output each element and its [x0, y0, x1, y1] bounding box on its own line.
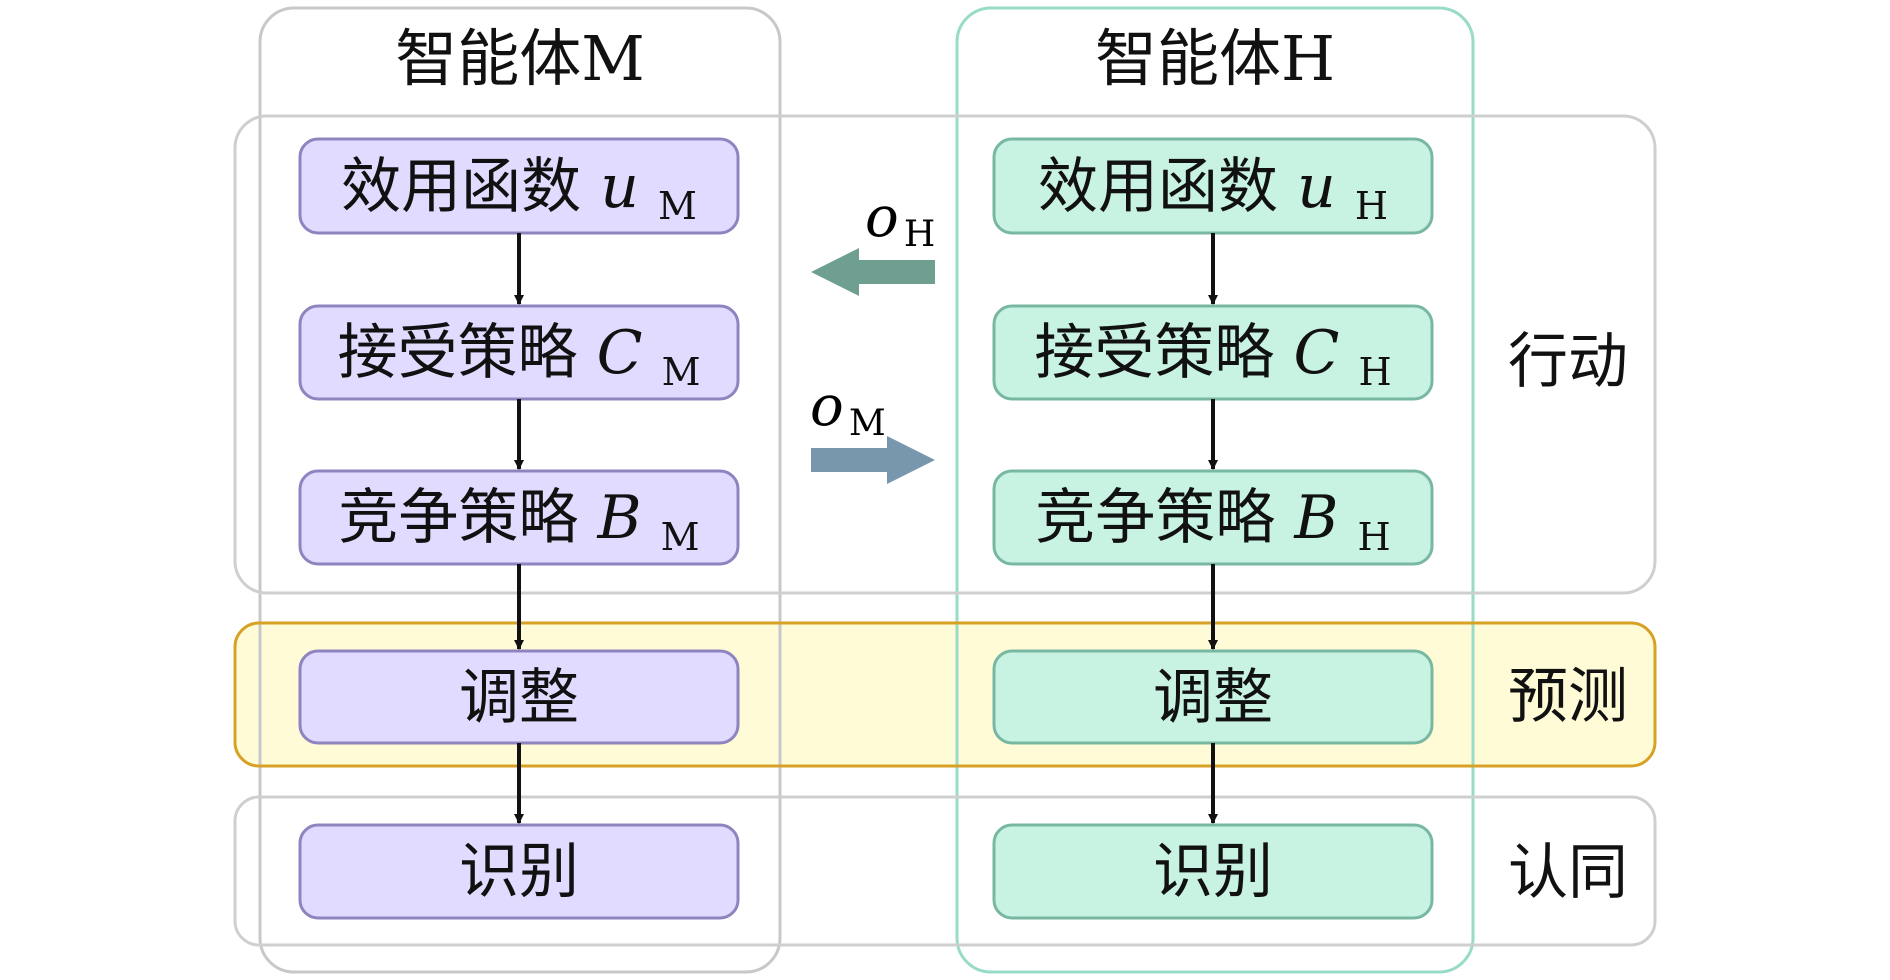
- agent-h-utility-text: 效用函数 u H: [1038, 152, 1388, 228]
- agent-m-competition-label: 竞争策略: [338, 483, 578, 553]
- agent-m-utility-label: 效用函数: [341, 152, 581, 222]
- message-om-symbol: o: [810, 374, 844, 439]
- agent-m-adjustment-text: 调整: [459, 663, 579, 733]
- message-om-arrow: [811, 436, 935, 484]
- agent-m-acceptance-subscript: M: [662, 350, 701, 394]
- action-band: [233, 114, 1657, 595]
- agent-h-competition-subscript: H: [1358, 515, 1391, 559]
- agent-m-utility-text: 效用函数 u M: [341, 152, 697, 228]
- agent-h-competition-label: 竞争策略: [1035, 483, 1275, 553]
- agent-m-competition-text: 竞争策略 B M: [338, 483, 699, 559]
- agent-h-acceptance-text: 接受策略 C H: [1034, 318, 1391, 394]
- agent-m-acceptance-label: 接受策略: [338, 318, 578, 388]
- agent-m-competition-symbol: B: [596, 483, 641, 553]
- agent-m-utility-subscript: M: [658, 184, 697, 228]
- message-oh-arrow: [811, 248, 935, 296]
- prediction-band: [233, 621, 1657, 768]
- prediction-band-label: 预测: [1508, 662, 1628, 732]
- agent-m-column: [258, 6, 782, 974]
- agent-h-title: 智能体H: [1095, 22, 1335, 95]
- agent-h-identification-text: 识别: [1153, 837, 1273, 907]
- message-oh-symbol: o: [865, 185, 899, 250]
- agent-h-acceptance-subscript: H: [1358, 350, 1391, 394]
- agent-m-identification-box: [298, 823, 740, 920]
- message-om-subscript: M: [849, 403, 886, 444]
- agent-m-competition-subscript: M: [661, 515, 700, 559]
- agent-h-identification-box: [992, 823, 1434, 920]
- identity-band: [233, 795, 1657, 947]
- agent-m-utility-symbol: u: [600, 152, 639, 222]
- agent-m-identification-text: 识别: [459, 837, 579, 907]
- agent-h-acceptance-symbol: C: [1293, 318, 1339, 388]
- agent-h-acceptance-label: 接受策略: [1034, 318, 1274, 388]
- agent-h-competition-symbol: B: [1293, 483, 1338, 553]
- agent-h-column: [955, 6, 1475, 974]
- agent-h-utility-symbol: u: [1297, 152, 1336, 222]
- message-oh-label: o H: [865, 185, 935, 255]
- agent-m-acceptance-text: 接受策略 C M: [338, 318, 701, 394]
- message-om-label: o M: [810, 374, 886, 444]
- agent-h-competition-text: 竞争策略 B H: [1035, 483, 1390, 559]
- message-oh-subscript: H: [904, 214, 935, 255]
- agent-h-utility-label: 效用函数: [1038, 152, 1278, 222]
- agent-m-acceptance-symbol: C: [597, 318, 643, 388]
- action-band-label: 行动: [1508, 327, 1628, 397]
- agent-h-adjustment-text: 调整: [1153, 663, 1273, 733]
- agent-m-title: 智能体M: [395, 22, 644, 95]
- agent-h-utility-subscript: H: [1355, 184, 1388, 228]
- identity-band-label: 认同: [1508, 838, 1628, 908]
